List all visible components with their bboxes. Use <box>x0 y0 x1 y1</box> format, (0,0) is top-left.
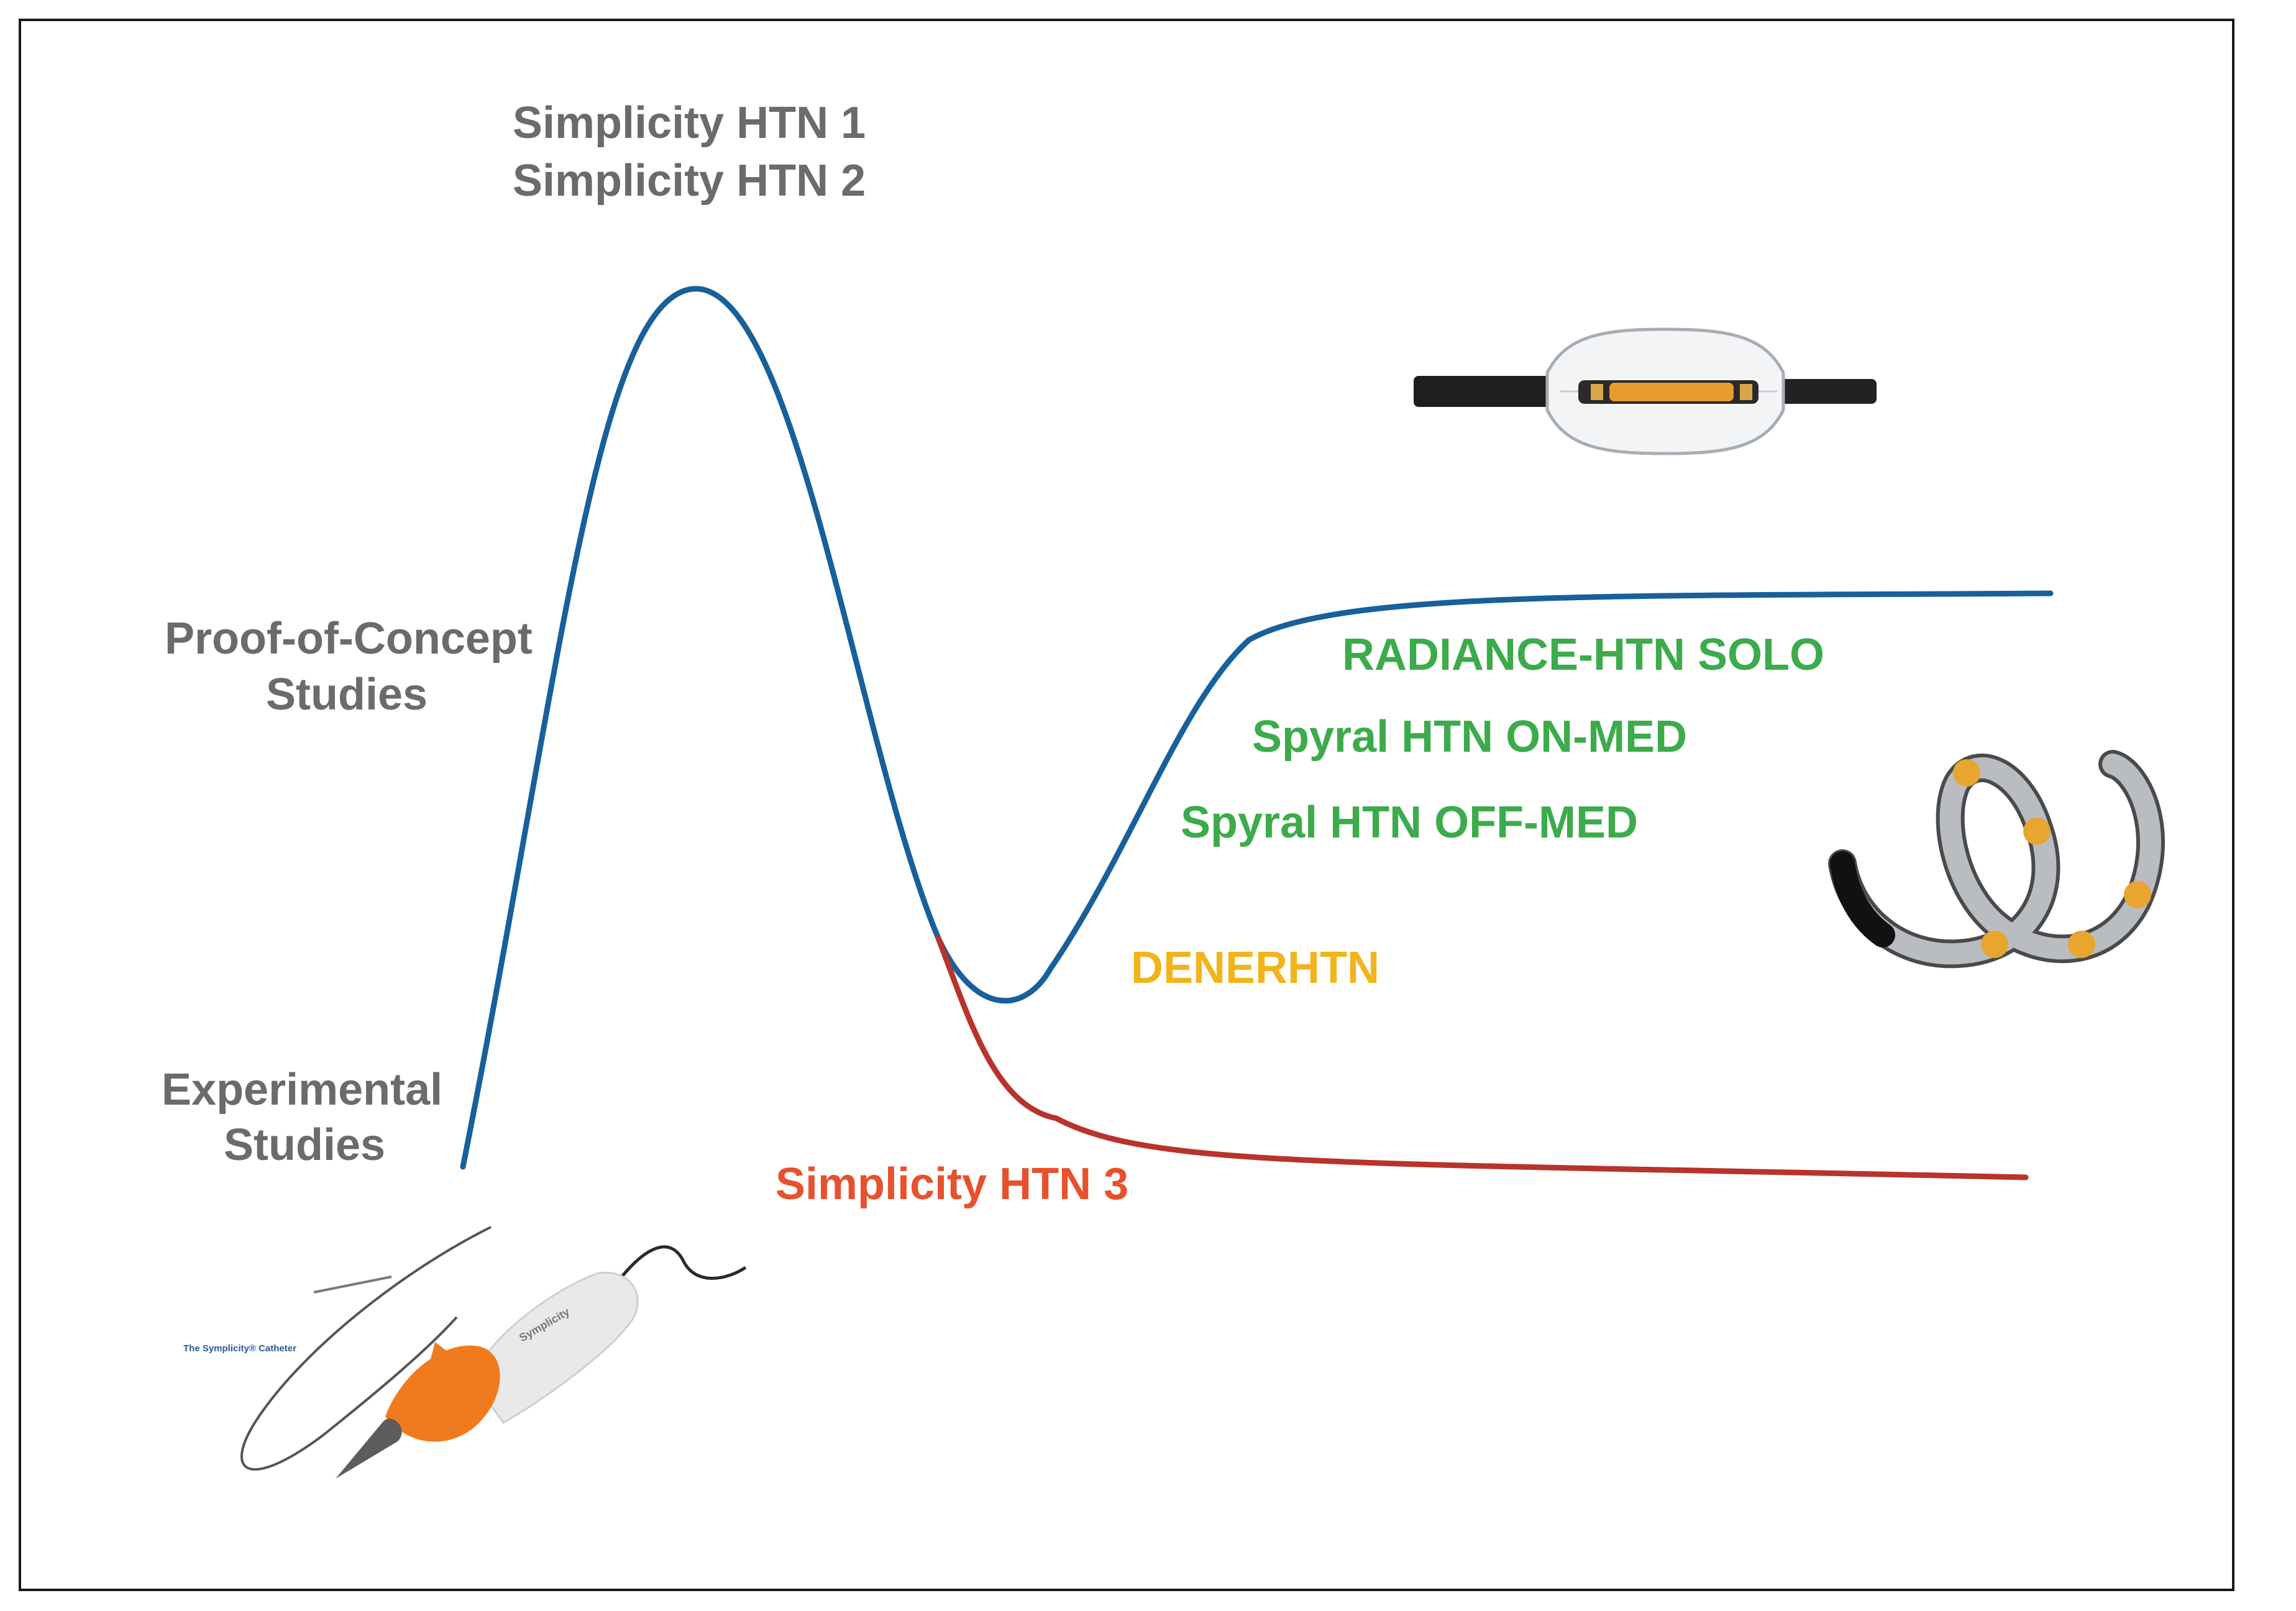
red-trend-curve <box>935 935 2029 1180</box>
spyral-catheter-icon <box>1828 750 2165 969</box>
proof-of-concept-label-2: Studies <box>266 670 428 719</box>
radiance-label: RADIANCE-HTN SOLO <box>1342 630 1824 680</box>
figure-frame <box>19 19 2234 1591</box>
simplicity-htn3-label: Simplicity HTN 3 <box>775 1159 1128 1209</box>
simplicity-catheter-icon: The Symplicity® Catheter Symplicity <box>183 1226 747 1479</box>
peak-label-htn1: Simplicity HTN 1 <box>513 98 866 148</box>
blue-trend-curve <box>460 286 2054 1170</box>
experimental-label-1: Experimental <box>162 1065 442 1115</box>
ultrasound-balloon-catheter-icon <box>1414 327 1877 455</box>
spyral-off-med-label: Spyral HTN OFF-MED <box>1181 798 1638 847</box>
proof-of-concept-label-1: Proof-of-Concept <box>165 614 533 664</box>
experimental-label-2: Studies <box>224 1120 385 1170</box>
peak-label-htn2: Simplicity HTN 2 <box>513 156 866 206</box>
spyral-on-med-label: Spyral HTN ON-MED <box>1252 712 1687 762</box>
catheter-caption: The Symplicity® Catheter <box>183 1343 296 1354</box>
denerhtn-label: DENERHTN <box>1131 943 1379 993</box>
